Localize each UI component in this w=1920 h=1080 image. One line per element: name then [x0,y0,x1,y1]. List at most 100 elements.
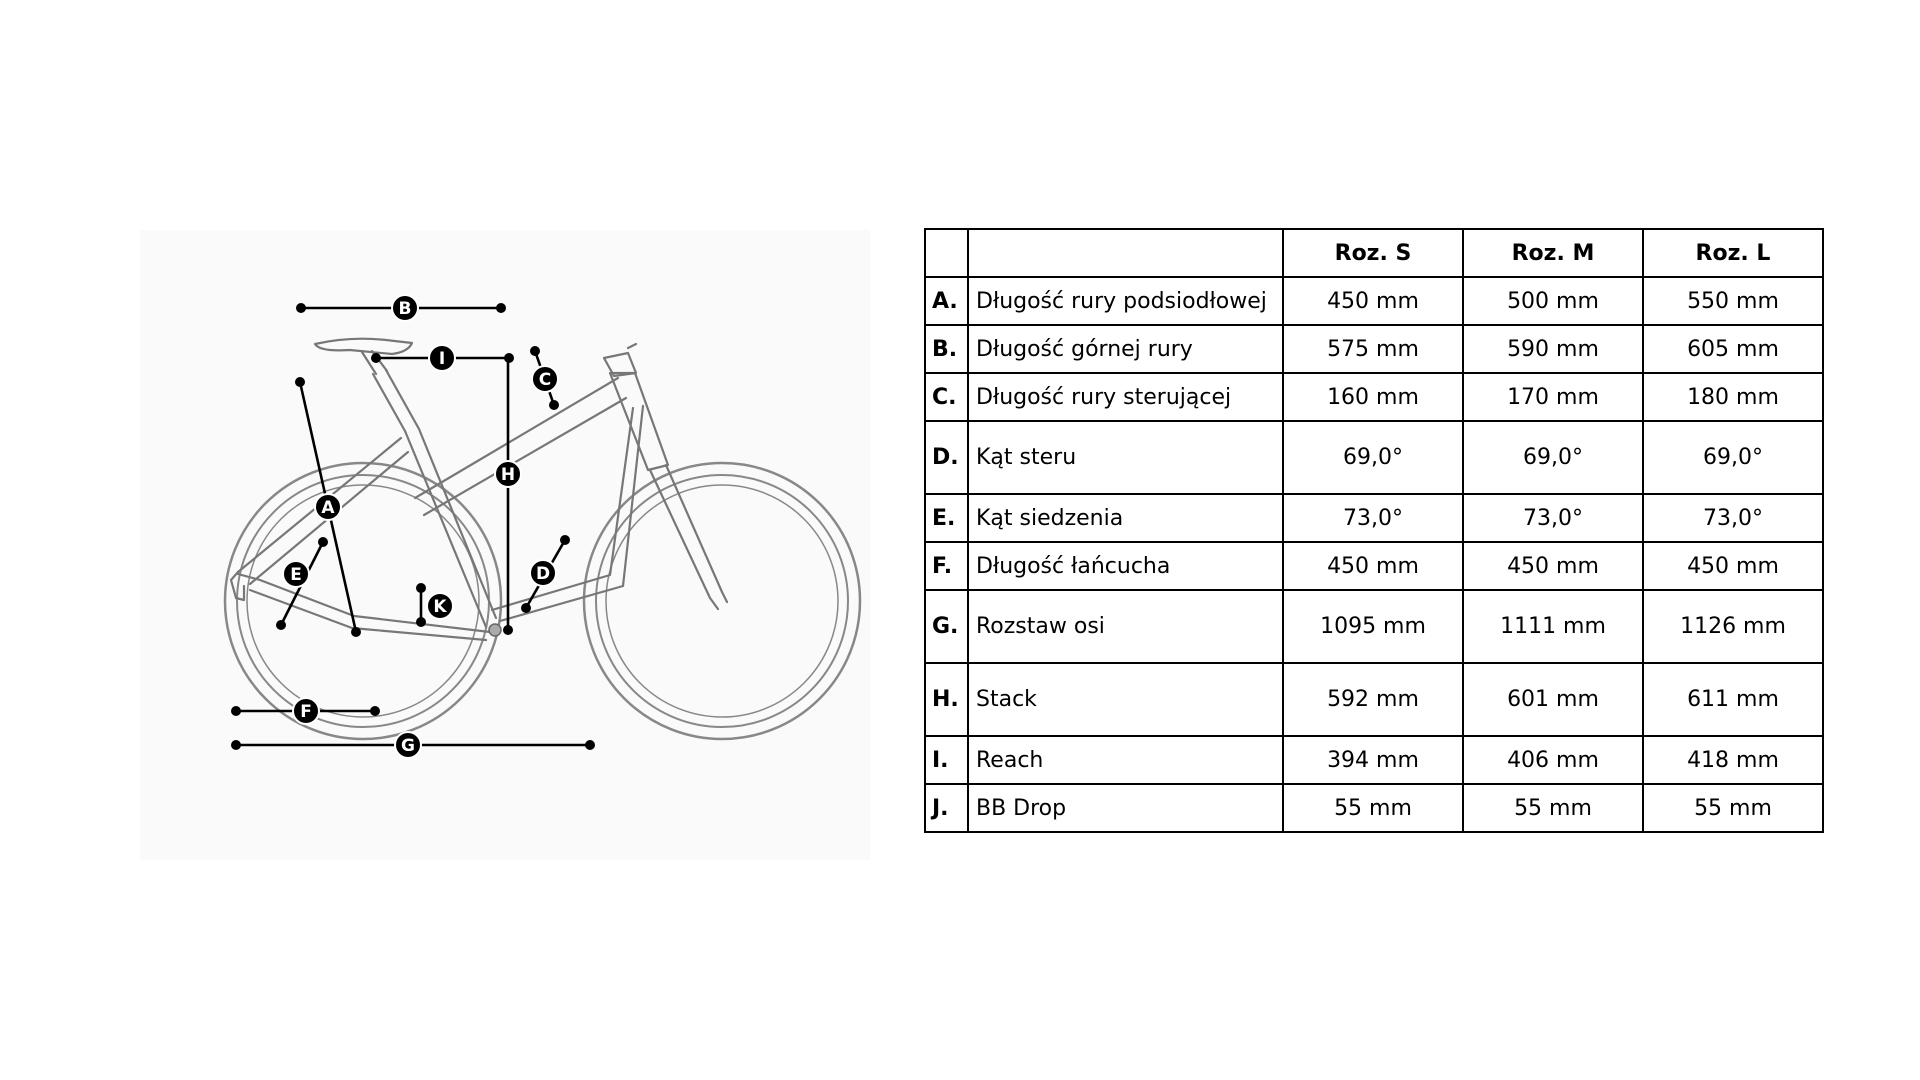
table-row: C. Długość rury sterującej 160 mm 170 mm… [924,372,1824,422]
value-size-l: 418 mm [1642,735,1824,785]
value-size-m: 590 mm [1462,324,1644,374]
value-size-m: 406 mm [1462,735,1644,785]
marker-b-label: B [399,299,412,319]
value-size-s: 160 mm [1282,372,1464,422]
row-name: Stack [967,662,1284,737]
bike-geometry-diagram: B I C H A E D K F G [140,230,870,860]
marker-d-label: D [536,564,550,584]
table-row: A. Długość rury podsiodłowej 450 mm 500 … [924,276,1824,326]
row-name: Długość łańcucha [967,541,1284,591]
value-size-m: 601 mm [1462,662,1644,737]
table-row: I. Reach 394 mm 406 mm 418 mm [924,735,1824,785]
row-name: Kąt steru [967,420,1284,495]
row-letter: B. [924,324,969,374]
table-row: G. Rozstaw osi 1095 mm 1111 mm 1126 mm [924,589,1824,664]
row-name: Długość górnej rury [967,324,1284,374]
marker-c-label: C [539,370,551,390]
table-row: E. Kąt siedzenia 73,0° 73,0° 73,0° [924,493,1824,543]
rear-dropout [229,570,246,602]
value-size-s: 450 mm [1282,541,1464,591]
marker-k-badge [426,592,454,620]
header-size-m: Roz. M [1462,228,1644,278]
row-name: Kąt siedzenia [967,493,1284,543]
marker-i-label: I [439,349,445,369]
top-tube [413,376,628,517]
value-size-l: 550 mm [1642,276,1824,326]
head-tube [608,371,670,472]
geometry-table: Roz. S Roz. M Roz. L A. Długość rury pod… [924,228,1824,833]
row-letter: H. [924,662,969,737]
header-name-cell [967,228,1284,278]
marker-b-badge [391,294,419,322]
value-size-s: 394 mm [1282,735,1464,785]
marker-h-badge [494,460,522,488]
value-size-m: 69,0° [1462,420,1644,495]
bottom-bracket [488,623,502,637]
row-letter: G. [924,589,969,664]
value-size-l: 73,0° [1642,493,1824,543]
row-name: Długość rury sterującej [967,372,1284,422]
marker-k-label: K [433,597,447,617]
row-name: BB Drop [967,783,1284,833]
value-size-l: 611 mm [1642,662,1824,737]
marker-e-label: E [290,565,302,585]
value-size-s: 55 mm [1282,783,1464,833]
marker-a-badge [314,493,342,521]
marker-g-label: G [401,736,415,756]
row-name: Rozstaw osi [967,589,1284,664]
marker-f-label: F [300,702,312,722]
row-letter: D. [924,420,969,495]
marker-i-badge [428,344,456,372]
header-letter-cell [924,228,969,278]
value-size-m: 450 mm [1462,541,1644,591]
value-size-s: 450 mm [1282,276,1464,326]
row-letter: C. [924,372,969,422]
table-row: B. Długość górnej rury 575 mm 590 mm 605… [924,324,1824,374]
row-name: Reach [967,735,1284,785]
value-size-s: 592 mm [1282,662,1464,737]
row-name: Długość rury podsiodłowej [967,276,1284,326]
value-size-s: 575 mm [1282,324,1464,374]
header-size-s: Roz. S [1282,228,1464,278]
marker-h-label: H [501,465,515,485]
rear-rim [246,484,480,718]
table-row: J. BB Drop 55 mm 55 mm 55 mm [924,783,1824,833]
marker-e-badge [282,560,310,588]
row-letter: J. [924,783,969,833]
value-size-s: 73,0° [1282,493,1464,543]
row-letter: I. [924,735,969,785]
seat-tube [371,372,488,629]
table-row: D. Kąt steru 69,0° 69,0° 69,0° [924,420,1824,495]
table-row: H. Stack 592 mm 601 mm 611 mm [924,662,1824,737]
value-size-m: 55 mm [1462,783,1644,833]
value-size-l: 450 mm [1642,541,1824,591]
table-header-row: Roz. S Roz. M Roz. L [924,228,1824,278]
value-size-m: 500 mm [1462,276,1644,326]
row-letter: F. [924,541,969,591]
header-size-l: Roz. L [1642,228,1824,278]
value-size-l: 55 mm [1642,783,1824,833]
marker-f-badge [292,697,320,725]
rear-tyre-outer [223,461,503,741]
value-size-s: 69,0° [1282,420,1464,495]
row-letter: E. [924,493,969,543]
front-tyre-inner [595,474,849,728]
bike-illustration: B I C H A E D K F G [223,294,862,759]
value-size-m: 1111 mm [1462,589,1644,664]
marker-d-badge [529,559,557,587]
marker-a-label: A [321,498,335,518]
front-rim [605,484,839,718]
marker-g-badge [394,731,422,759]
row-letter: A. [924,276,969,326]
table-row: F. Długość łańcucha 450 mm 450 mm 450 mm [924,541,1824,591]
value-size-s: 1095 mm [1282,589,1464,664]
marker-c-badge [531,365,559,393]
value-size-m: 170 mm [1462,372,1644,422]
value-size-l: 605 mm [1642,324,1824,374]
value-size-l: 69,0° [1642,420,1824,495]
value-size-l: 180 mm [1642,372,1824,422]
front-tyre-outer [582,461,862,741]
fork [648,463,729,611]
value-size-l: 1126 mm [1642,589,1824,664]
value-size-m: 73,0° [1462,493,1644,543]
